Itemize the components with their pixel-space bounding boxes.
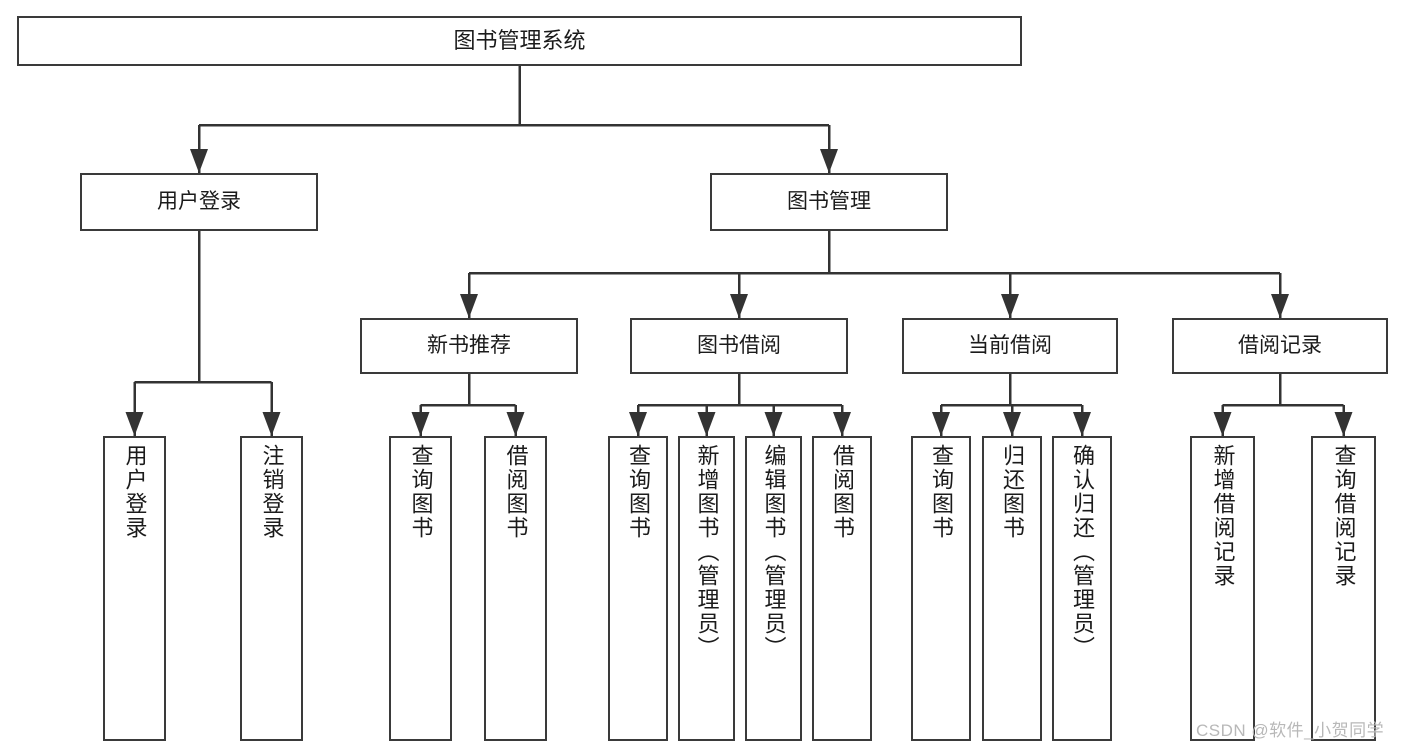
node-label: 查询图书 [626, 444, 651, 540]
node-leaf-rec-query-book: 查询图书 [389, 436, 452, 741]
node-l3-book-borrow: 图书借阅 [630, 318, 848, 374]
node-label: 借阅图书 [503, 444, 529, 540]
node-label: 借阅图书 [830, 444, 855, 540]
edge-arrowhead [730, 294, 748, 318]
node-leaf-cur-confirm-return: 确认归还（管理员） [1052, 436, 1112, 741]
edge-arrowhead [506, 412, 525, 436]
edge-arrowhead [1001, 294, 1019, 318]
edge-arrowhead [697, 412, 716, 436]
edge-arrowhead [833, 412, 851, 436]
edge-arrowhead [764, 412, 783, 436]
node-label: 查询图书 [408, 444, 434, 540]
node-leaf-rec-add-record: 新增借阅记录 [1190, 436, 1255, 741]
node-label: 新增图书（管理员） [694, 444, 720, 660]
node-leaf-rec-borrow-book: 借阅图书 [484, 436, 547, 741]
node-l3-borrow-record: 借阅记录 [1172, 318, 1388, 374]
edge-arrowhead [932, 412, 950, 436]
node-leaf-user-login: 用户登录 [103, 436, 166, 741]
node-label: 编辑图书（管理员） [761, 444, 787, 660]
node-label: 新增借阅记录 [1210, 444, 1236, 588]
edge-arrowhead [190, 149, 208, 173]
edge-arrowhead [1003, 412, 1021, 436]
node-leaf-user-logout: 注销登录 [240, 436, 303, 741]
node-leaf-borrow-add-book: 新增图书（管理员） [678, 436, 735, 741]
node-leaf-cur-return-book: 归还图书 [982, 436, 1042, 741]
edge-arrowhead [262, 412, 281, 436]
edge-arrowhead [1073, 412, 1091, 436]
node-label: 当前借阅 [968, 333, 1052, 357]
node-label: 查询图书 [929, 444, 954, 540]
node-label: 图书管理 [787, 189, 871, 213]
edge-arrowhead [1213, 412, 1232, 436]
node-label: 新书推荐 [427, 333, 511, 357]
edge-arrowhead [629, 412, 647, 436]
node-label: 注销登录 [259, 444, 285, 540]
node-l2-user-login: 用户登录 [80, 173, 318, 231]
edge-arrowhead [1334, 412, 1353, 436]
node-label: 用户登录 [157, 189, 241, 213]
node-label: 用户登录 [122, 444, 148, 540]
edge-arrowhead [1271, 294, 1289, 318]
node-leaf-cur-query-book: 查询图书 [911, 436, 971, 741]
node-label: 图书管理系统 [453, 28, 586, 54]
node-label: 查询借阅记录 [1331, 444, 1357, 588]
node-l2-book-manage: 图书管理 [710, 173, 948, 231]
edge-arrowhead [125, 412, 144, 436]
node-label: 图书借阅 [697, 333, 781, 357]
node-leaf-borrow-borrow-book: 借阅图书 [812, 436, 872, 741]
node-leaf-borrow-edit-book: 编辑图书（管理员） [745, 436, 802, 741]
csdn-watermark: CSDN @软件_小贺同学 [1196, 721, 1385, 740]
node-l3-current-borrow: 当前借阅 [902, 318, 1118, 374]
node-l3-new-book-rec: 新书推荐 [360, 318, 578, 374]
node-label: 归还图书 [1000, 444, 1025, 540]
node-leaf-borrow-query-book: 查询图书 [608, 436, 668, 741]
node-label: 确认归还（管理员） [1070, 444, 1095, 660]
edge-arrowhead [411, 412, 430, 436]
edge-arrowhead [460, 294, 478, 318]
node-root: 图书管理系统 [17, 16, 1022, 66]
node-label: 借阅记录 [1238, 333, 1322, 357]
node-leaf-rec-query-record: 查询借阅记录 [1311, 436, 1376, 741]
edge-arrowhead [820, 149, 838, 173]
